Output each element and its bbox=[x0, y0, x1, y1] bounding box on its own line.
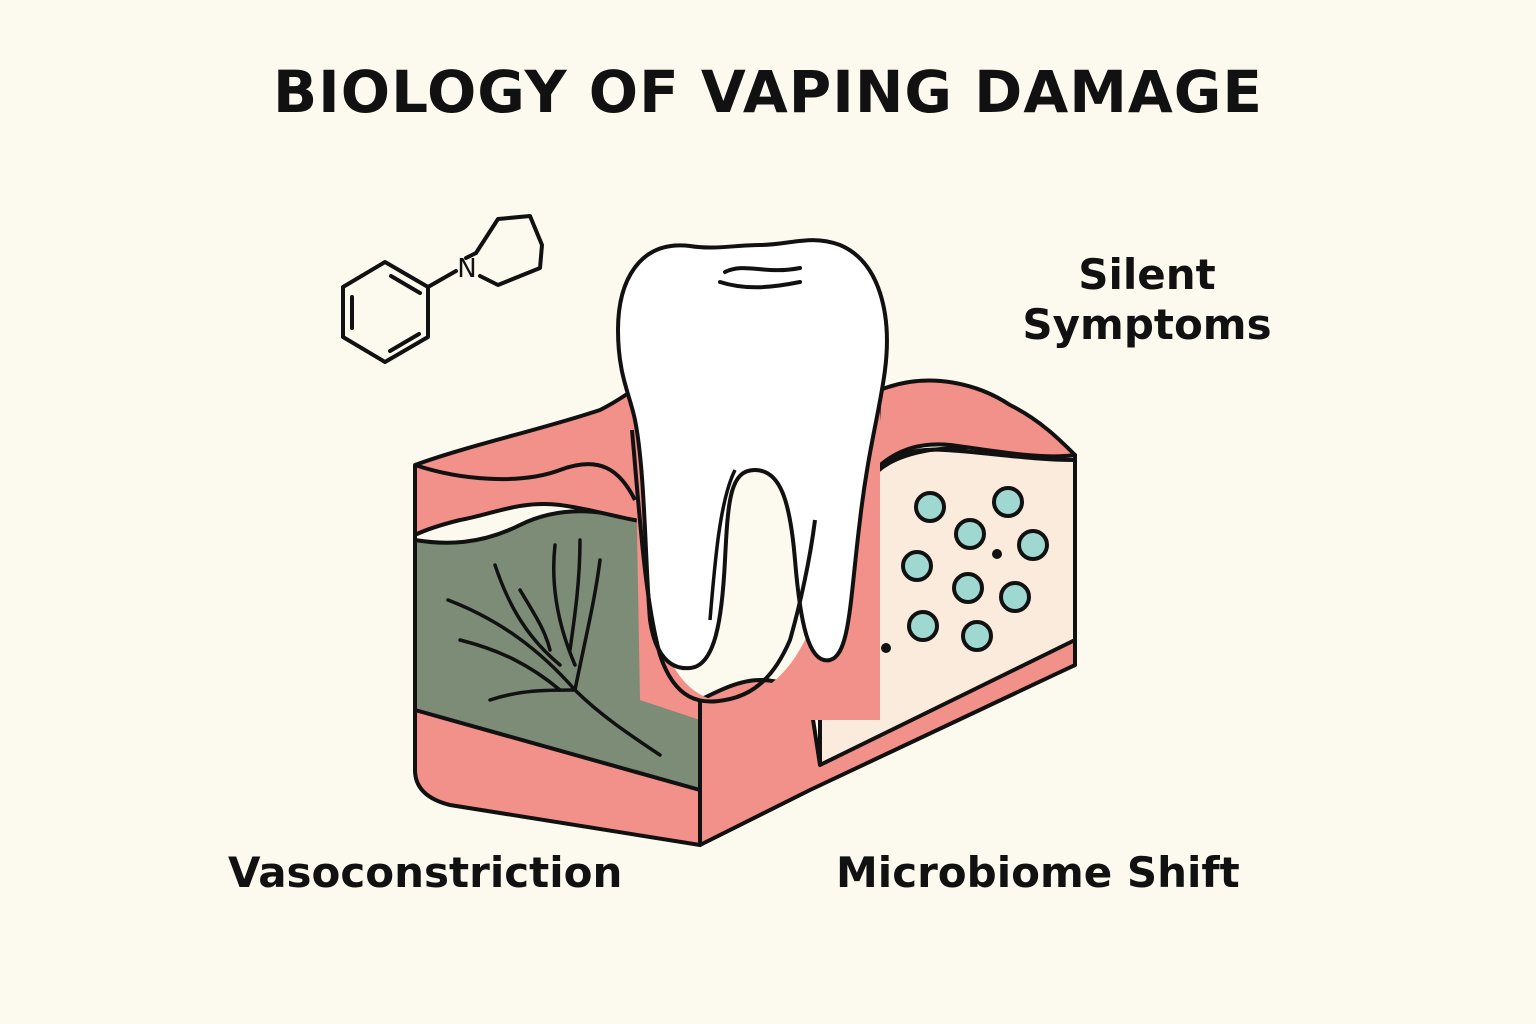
bacterium-icon bbox=[914, 491, 946, 523]
tooth-shape bbox=[616, 238, 889, 671]
block-outline bbox=[413, 455, 1077, 845]
microbiome-shift-label: Microbiome Shift bbox=[836, 848, 1240, 897]
bacteria-dots bbox=[881, 549, 1002, 653]
bacterium-icon bbox=[954, 518, 986, 550]
bacterium-icon bbox=[907, 610, 939, 642]
molecule-icon: N bbox=[341, 214, 544, 364]
silent-symptoms-line2: Symptoms bbox=[1022, 300, 1272, 350]
blood-vessels bbox=[446, 538, 662, 757]
tooth-occlusal-groove bbox=[723, 266, 802, 274]
tooth-crown-line bbox=[718, 280, 802, 290]
gum-top-left bbox=[413, 383, 652, 537]
molecule-atom-label: N bbox=[457, 254, 476, 284]
gum-root-outline bbox=[630, 429, 817, 704]
bacteria-cluster bbox=[901, 486, 1049, 652]
gum-surface-line bbox=[414, 462, 637, 501]
diagram-title: BIOLOGY OF VAPING DAMAGE bbox=[272, 58, 1264, 126]
root-gap-line bbox=[708, 469, 737, 621]
bacterium-icon bbox=[952, 572, 984, 604]
gum-lower-band bbox=[413, 708, 702, 847]
bacterium-icon bbox=[901, 550, 933, 582]
bacterium-icon bbox=[992, 486, 1024, 518]
silent-symptoms-line1: Silent bbox=[1078, 250, 1216, 299]
bacterium-icon bbox=[1017, 529, 1049, 561]
bacterium-icon bbox=[999, 581, 1031, 613]
silent-symptoms-label: Silent Symptoms bbox=[1012, 250, 1282, 351]
bacterium-icon bbox=[961, 620, 993, 652]
gum-right-edge bbox=[873, 447, 1076, 472]
vasoconstriction-label: Vasoconstriction bbox=[228, 848, 623, 897]
